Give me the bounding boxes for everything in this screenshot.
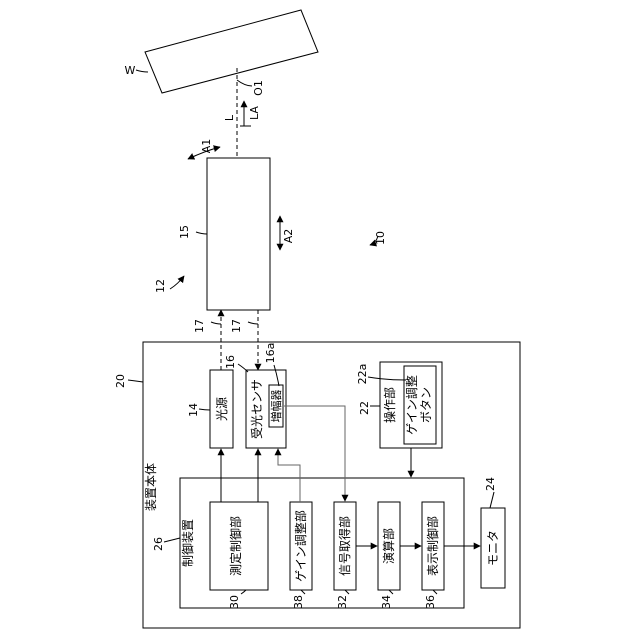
light-source-ref: 14	[187, 403, 200, 417]
signal-acquisition-ref: 32	[336, 595, 349, 609]
operation-unit: 操作部 ゲイン調整 ボタン 22 22a	[356, 362, 442, 448]
amplifier-label: 増幅器	[270, 390, 283, 423]
distance-label: L	[223, 114, 236, 121]
head-ref-label: 12	[154, 279, 167, 293]
monitor-label: モニタ	[486, 530, 500, 566]
calculation-ref: 34	[380, 595, 393, 609]
measurement-control-label: 測定制御部	[228, 516, 243, 576]
distance-axis-label: LA	[248, 106, 261, 120]
gain-adjustment: ゲイン調整部 38	[290, 502, 312, 609]
optical-axis-label: O1	[252, 80, 265, 96]
measurement-control: 測定制御部 30	[210, 502, 268, 609]
control-device-label: 制御装置	[180, 519, 195, 567]
direction-a2: A2	[280, 216, 295, 250]
display-control-label: 表示制御部	[425, 516, 440, 576]
signal-acquisition: 信号取得部 32	[334, 502, 356, 609]
head-body: 15	[178, 158, 270, 310]
device-main-body-ref: 20	[114, 374, 127, 388]
gain-adjustment-label: ゲイン調整部	[293, 510, 308, 582]
display-control: 表示制御部 36	[422, 502, 444, 609]
light-source: 光源 14	[187, 370, 233, 448]
device-main-body: 20 装置本体	[114, 342, 520, 628]
gain-adjustment-ref: 38	[292, 595, 305, 609]
head-ref: 12	[154, 276, 184, 293]
system-ref-label: 10	[374, 231, 387, 245]
system-ref: 10	[370, 231, 387, 245]
operation-unit-ref: 22	[358, 401, 371, 415]
fiber-a-ref: 17	[193, 319, 206, 333]
direction-a1: A1	[188, 139, 220, 159]
fiber-b-ref: 17	[230, 319, 243, 333]
workpiece-label: W	[125, 64, 136, 77]
gain-button-ref: 22a	[356, 364, 369, 385]
signal-acquisition-label: 信号取得部	[337, 516, 352, 576]
direction-a2-label: A2	[282, 229, 295, 244]
monitor-ref: 24	[484, 477, 497, 491]
light-receiving-sensor-label: 受光センサ	[250, 379, 264, 439]
direction-a1-label: A1	[200, 139, 213, 154]
light-receiving-sensor-ref: 16	[224, 355, 237, 369]
device-main-body-label: 装置本体	[144, 463, 158, 511]
light-source-label: 光源	[215, 397, 229, 421]
calculation: 演算部 34	[378, 502, 400, 609]
control-device-ref: 26	[152, 537, 165, 551]
gain-button-label-2: ボタン	[419, 387, 433, 423]
measurement-control-ref: 30	[228, 595, 241, 609]
gain-button-label-1: ゲイン調整	[404, 375, 419, 435]
amplifier-ref: 16a	[264, 343, 277, 364]
head-body-ref: 15	[178, 225, 191, 239]
display-control-ref: 36	[424, 595, 437, 609]
monitor: モニタ 24	[481, 477, 505, 588]
workpiece: W	[125, 10, 318, 93]
optical-axis: O1 L LA	[223, 68, 265, 158]
operation-unit-label: 操作部	[382, 387, 397, 423]
calculation-label: 演算部	[381, 528, 396, 564]
